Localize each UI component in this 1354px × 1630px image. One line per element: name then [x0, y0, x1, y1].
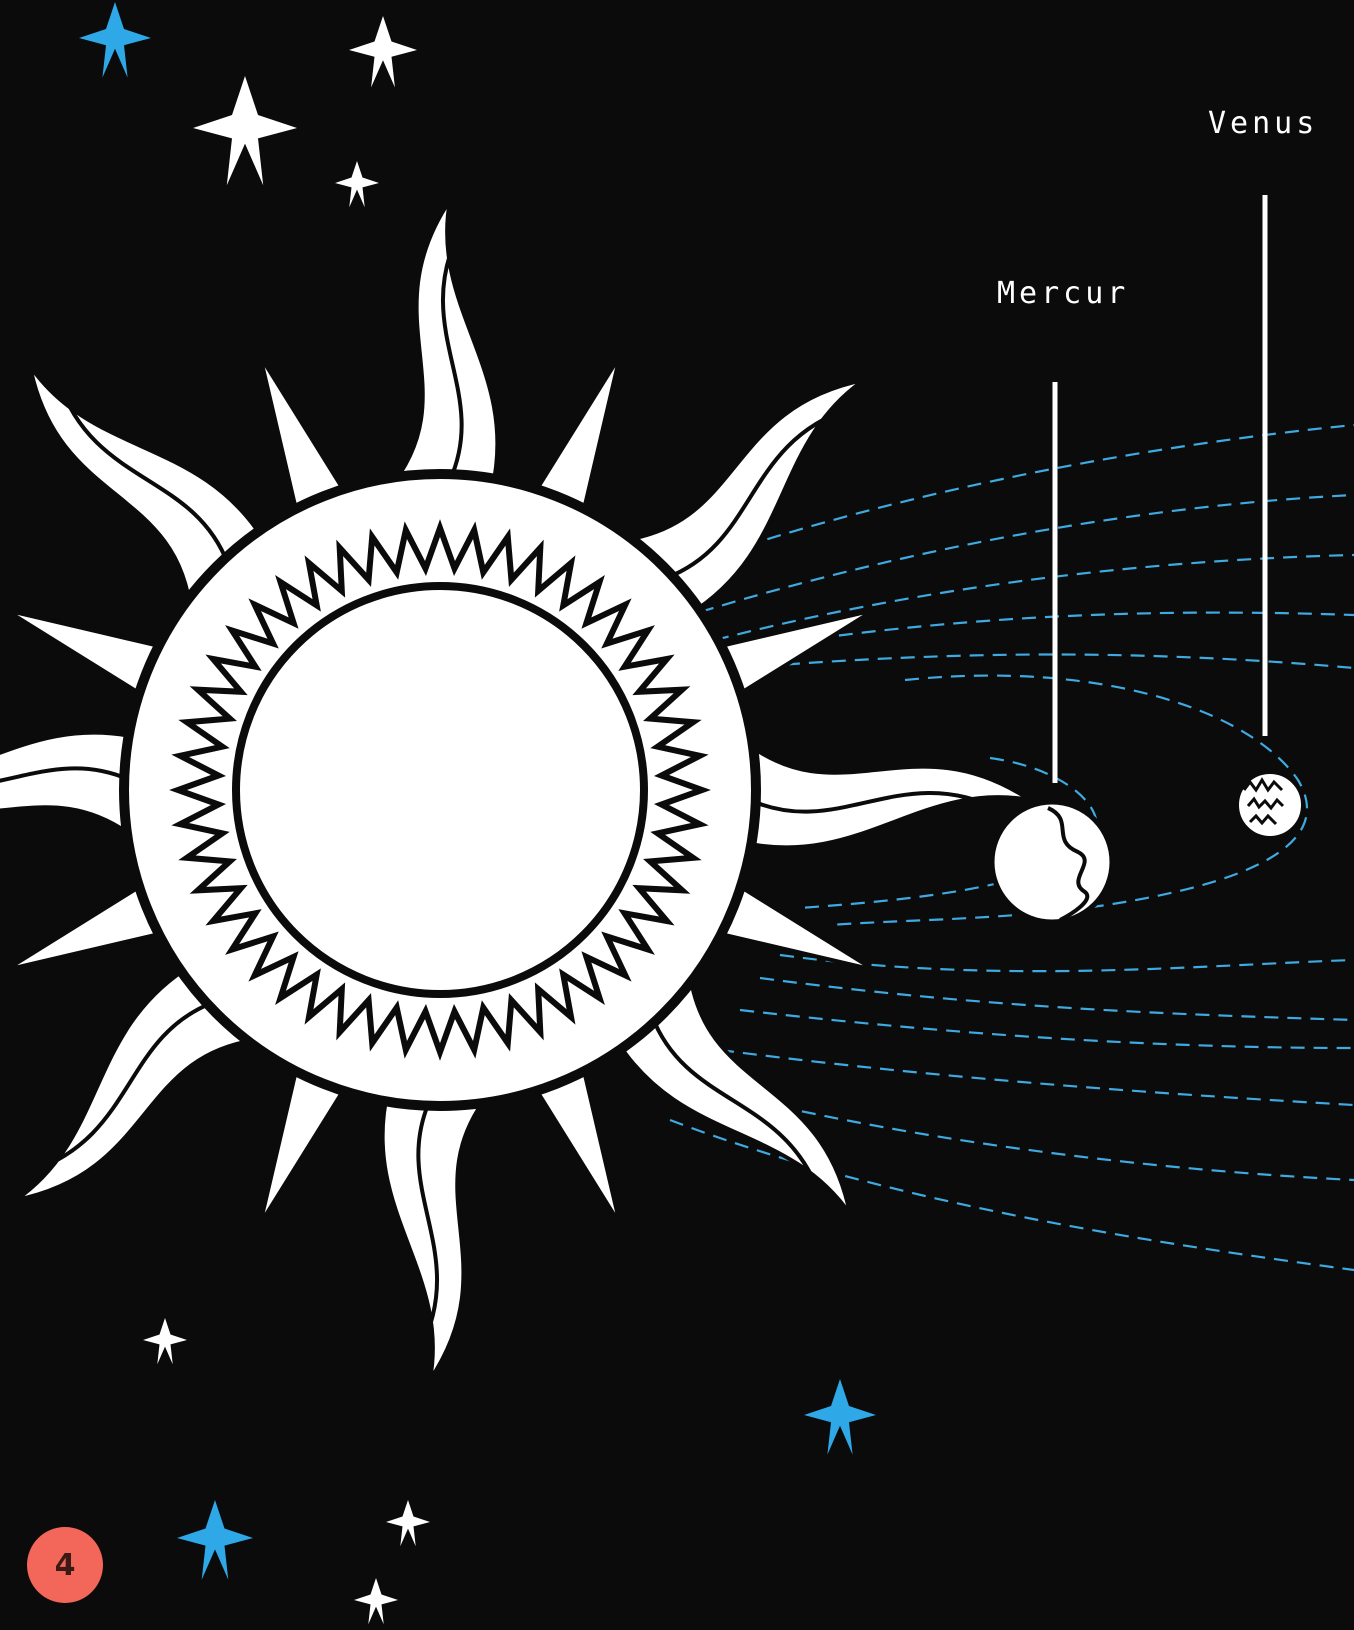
sun-flame-ray — [388, 200, 497, 490]
blue-star-icon — [79, 2, 151, 78]
sun-flame-ray — [740, 738, 1030, 847]
orbit-path — [740, 655, 1354, 669]
white-star-icon — [193, 76, 297, 185]
mercury-label: Mercur — [997, 276, 1129, 311]
venus-planet — [1237, 772, 1303, 838]
blue-star-icon — [804, 1379, 876, 1455]
sun-flame-ray — [0, 733, 140, 842]
orbit-path — [740, 1010, 1354, 1048]
orbit-path — [700, 495, 1354, 612]
white-star-icon — [335, 161, 379, 207]
orbit-path — [720, 1050, 1354, 1105]
white-star-icon — [354, 1578, 398, 1624]
sun-flame-ray — [383, 1090, 492, 1380]
white-star-icon — [386, 1500, 430, 1546]
blue-star-icon — [177, 1500, 253, 1580]
venus-label: Venus — [1208, 106, 1318, 141]
white-star-icon — [349, 16, 417, 87]
mercury-planet — [992, 802, 1112, 922]
sun — [0, 200, 1030, 1380]
sun-inner-disc — [236, 586, 644, 994]
page-number-badge: 4 — [27, 1527, 103, 1603]
orbit-path — [760, 978, 1354, 1020]
white-star-icon — [143, 1318, 187, 1364]
